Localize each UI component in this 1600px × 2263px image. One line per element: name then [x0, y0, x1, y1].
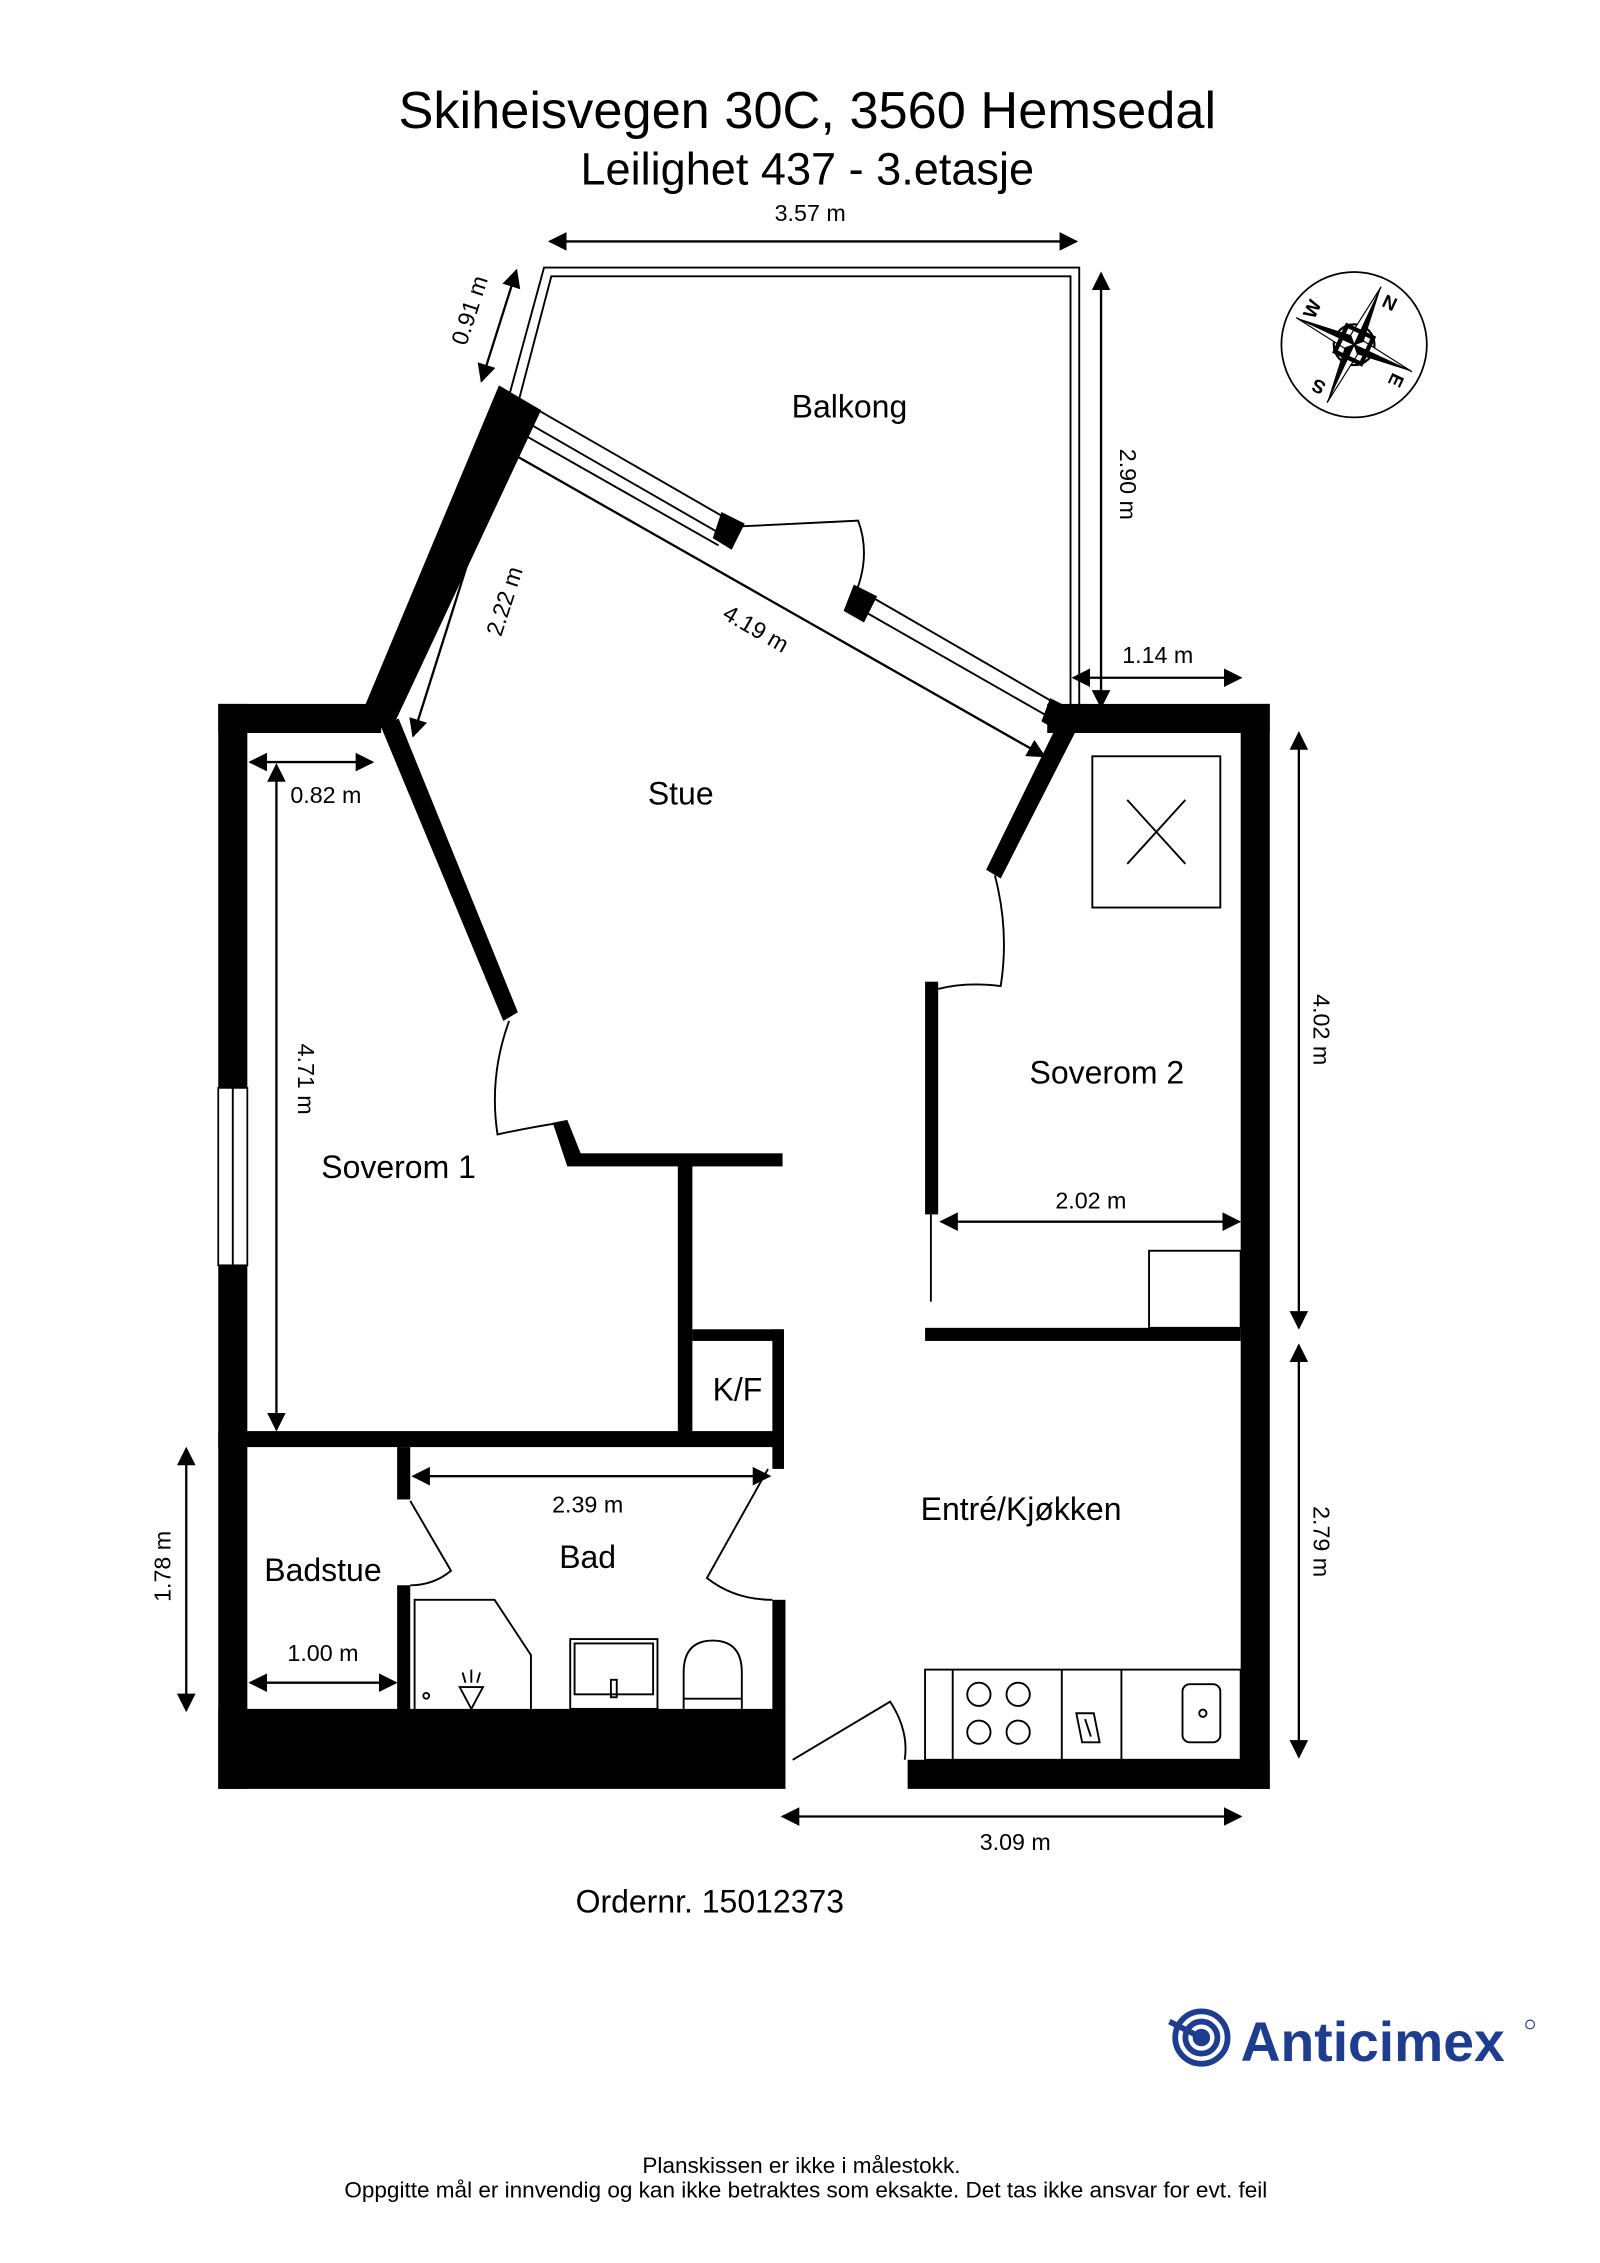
compass-rose-icon: N E S W: [1280, 271, 1428, 419]
dim-balcony-offset: 1.14 m: [1122, 642, 1193, 668]
dim-balcony-depth: 2.90 m: [1115, 449, 1141, 520]
room-label-badstue: Badstue: [264, 1552, 381, 1588]
dim-soverom2-height: 4.02 m: [1308, 994, 1334, 1065]
dim-balcony-width: 3.57 m: [775, 200, 846, 226]
dim-stue-side: 2.22 m: [481, 563, 528, 639]
room-label-kf: K/F: [713, 1372, 763, 1408]
room-label-bad: Bad: [559, 1539, 616, 1575]
shower: [413, 1598, 532, 1711]
plan-title: Skiheisvegen 30C, 3560 Hemsedal: [398, 82, 1216, 140]
bedroom-window: [217, 1086, 249, 1267]
room-label-soverom2: Soverom 2: [1030, 1055, 1185, 1091]
balcony-window-left: [506, 401, 745, 550]
footer-disclaimer-2: Oppgitte mål er innvendig og kan ikke be…: [344, 2178, 1267, 2203]
stove-icon: [966, 1681, 1031, 1745]
entrance-door[interactable]: [792, 1700, 907, 1761]
svg-text:S: S: [1309, 374, 1329, 398]
balcony-window-right: [843, 584, 1074, 734]
kitchen-counter: [924, 1668, 1242, 1761]
dim-badstue-height: 1.78 m: [149, 1531, 175, 1602]
dim-soverom1-top: 0.82 m: [290, 782, 361, 808]
room-label-soverom1: Soverom 1: [321, 1149, 476, 1185]
balcony-outline: [508, 266, 1081, 710]
dim-soverom1-height: 4.71 m: [293, 1044, 319, 1115]
dim-kitchen-height: 2.79 m: [1308, 1506, 1334, 1577]
soverom2-door[interactable]: [937, 875, 1005, 990]
room-label-stue: Stue: [648, 775, 714, 811]
footer-disclaimer-1: Planskissen er ikke i målestokk.: [642, 2153, 960, 2178]
toilet-icon: [682, 1639, 743, 1709]
wardrobe: [1148, 1249, 1242, 1329]
kitchen-sink-icon: [1181, 1683, 1222, 1744]
plan-subtitle: Leilighet 437 - 3.etasje: [580, 144, 1034, 195]
dim-balcony-side: 0.91 m: [446, 272, 493, 348]
walls: [218, 385, 1270, 1789]
room-label-entre-kjokken: Entré/Kjøkken: [921, 1491, 1122, 1527]
sink-cabinet: [569, 1638, 659, 1710]
svg-text:N: N: [1379, 291, 1400, 316]
dimension-lines: [176, 232, 1309, 1826]
dishwasher-icon: [1075, 1712, 1101, 1744]
dim-soverom2-width: 2.02 m: [1055, 1188, 1126, 1214]
dim-bad-width: 2.39 m: [552, 1492, 623, 1518]
balcony-door[interactable]: [738, 519, 865, 604]
svg-text:W: W: [1300, 297, 1327, 322]
soverom1-door[interactable]: [493, 1020, 561, 1136]
anticimex-logo-icon: [1168, 2008, 1231, 2067]
order-number: Ordernr. 15012373: [576, 1883, 845, 1919]
bad-door[interactable]: [705, 1468, 773, 1601]
dim-badstue-width: 1.00 m: [287, 1640, 358, 1666]
dim-kitchen-width: 3.09 m: [980, 1829, 1051, 1855]
svg-text:Anticimex: Anticimex: [1241, 2011, 1505, 2073]
badstue-door[interactable]: [409, 1500, 453, 1587]
svg-text:E: E: [1383, 370, 1407, 390]
skylight: [1091, 755, 1222, 909]
room-label-balkong: Balkong: [792, 388, 908, 424]
anticimex-logo: Anticimex: [1168, 2008, 1536, 2073]
